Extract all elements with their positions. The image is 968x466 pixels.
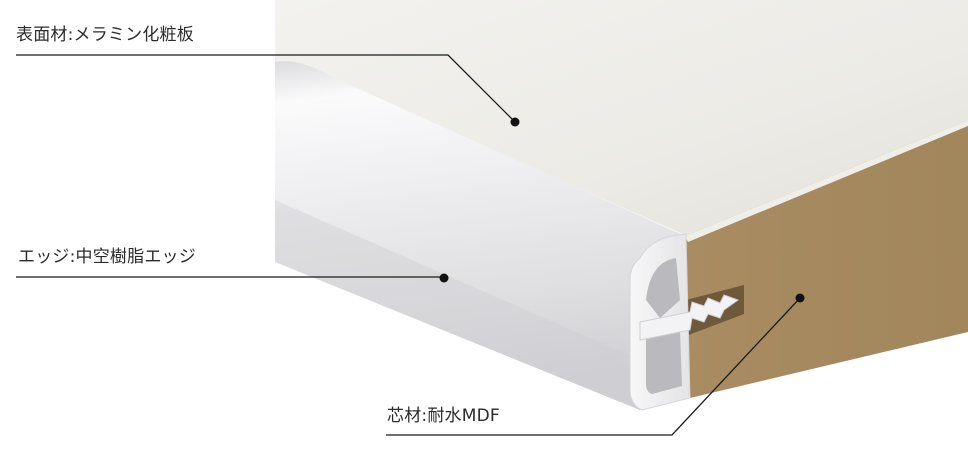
- callout-label-surface-material: 表面材:メラミン化粧板: [16, 25, 194, 45]
- surface-top-face: [275, 0, 968, 236]
- edge-profile-hollow-lower: [646, 330, 682, 394]
- leader-dot-edge: [439, 273, 449, 283]
- laminate-layer: [685, 120, 968, 242]
- callout-label-core-material: 芯材:耐水MDF: [387, 406, 500, 426]
- edge-band-shadow: [275, 200, 640, 410]
- callout-label-edge-material: エッジ:中空樹脂エッジ: [18, 247, 196, 267]
- leader-dot-core: [795, 293, 805, 303]
- edge-barbed-tongue: [639, 294, 740, 341]
- mdf-core-face: [685, 120, 968, 398]
- leader-line-core: [386, 297, 801, 436]
- edge-band-body: [275, 61, 690, 410]
- leader-line-surface: [16, 54, 516, 123]
- leader-dot-surface: [510, 117, 520, 127]
- edge-profile-hollow-upper: [646, 258, 680, 318]
